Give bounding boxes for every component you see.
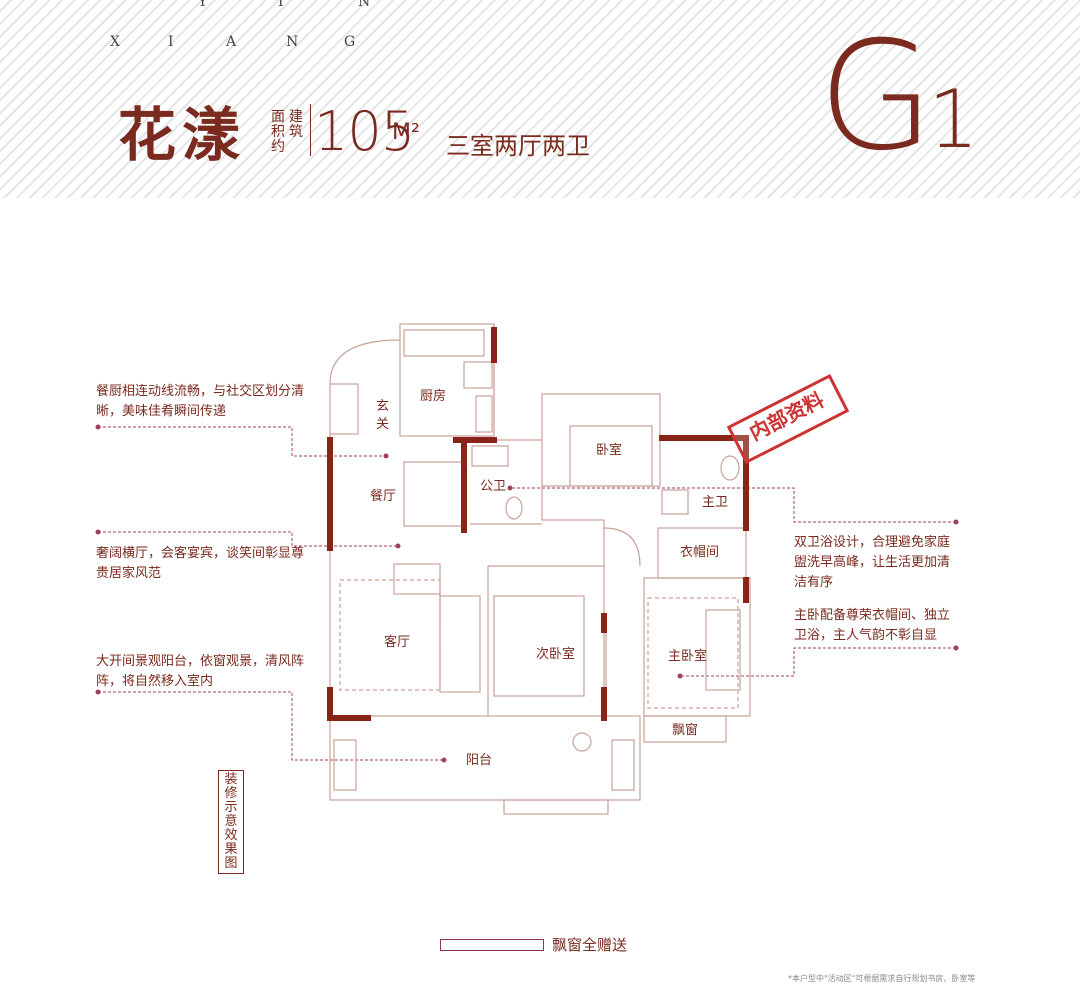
- leader-kitchen: [98, 426, 386, 457]
- leader-living: [98, 531, 398, 547]
- brand-letter: X: [110, 34, 120, 50]
- room-living: 客厅: [384, 634, 410, 650]
- brand-letter: I: [168, 34, 174, 50]
- thin-walls: [329, 323, 751, 815]
- area-label-col2: 面积约: [271, 109, 285, 155]
- note-master-suite: 主卧配备尊荣衣帽间、独立卫浴，主人气韵不彰自显: [794, 608, 951, 643]
- kitchen-outline: [399, 323, 495, 437]
- brand-letter: Y: [198, 0, 208, 10]
- project-name: 花漾: [118, 101, 247, 169]
- entrance-door-arc: [329, 339, 401, 385]
- leader-balcony: [98, 691, 444, 761]
- note-balcony: 大开间景观阳台，依窗观景，清风阵阵，将自然移入室内: [96, 654, 305, 689]
- balcony-outline: [329, 715, 641, 801]
- leader-master: [680, 647, 956, 677]
- room-master-bath: 主卫: [702, 495, 728, 510]
- room-bay-window: 飘窗: [672, 722, 698, 738]
- room-configuration: 三室两厅两卫: [446, 132, 590, 160]
- room-bedroom: 卧室: [596, 442, 622, 458]
- room-entrance-2: 关: [376, 417, 389, 432]
- brand-letter: A: [226, 34, 237, 50]
- plan-code: G: [818, 10, 935, 184]
- legend-swatch: [440, 938, 544, 951]
- leader-bath: [510, 487, 956, 523]
- room-dining: 餐厅: [370, 488, 396, 504]
- room-public-bath: 公卫: [480, 479, 506, 494]
- brand-letter: N: [286, 34, 299, 50]
- room-master-bedroom: 主卧室: [668, 648, 707, 664]
- brand-letter: N: [358, 0, 371, 10]
- area-number: 105: [314, 100, 415, 163]
- note-living-room: 奢阔横厅，会客宴宾，谈笑间彰显尊贵居家风范: [96, 546, 305, 581]
- legend-text: 飘窗全赠送: [552, 936, 628, 954]
- area-label-col1: 建筑: [289, 109, 303, 140]
- header-banner: [0, 0, 1080, 198]
- decoration-note: 装修示意效果图: [218, 770, 244, 874]
- legend: 飘窗全赠送: [440, 934, 627, 955]
- room-kitchen: 厨房: [420, 388, 446, 404]
- room-entrance-1: 玄: [376, 399, 389, 414]
- bedroom-outline: [541, 393, 661, 487]
- area-unit: M²: [392, 120, 420, 145]
- brand-letter: G: [344, 34, 356, 50]
- brand-letter: I: [278, 0, 284, 10]
- thick-walls: [327, 327, 749, 721]
- room-closet: 衣帽间: [680, 544, 719, 560]
- room-second-bedroom: 次卧室: [536, 646, 575, 662]
- note-bathrooms: 双卫浴设计，合理避免家庭盥洗早高峰，让生活更加清洁有序: [794, 535, 951, 590]
- bay-window-outline: [643, 715, 727, 743]
- plan-code-sub: 1: [928, 73, 979, 166]
- footnote: *本户型中"活动区"可根据需求自行规划书房、卧室等: [788, 974, 976, 983]
- title-divider: [310, 104, 311, 156]
- note-kitchen-dining: 餐厨相连动线流畅，与社交区划分清晰，美味佳肴瞬间传递: [96, 384, 305, 419]
- room-balcony: 阳台: [466, 753, 492, 768]
- leader-dots: [95, 424, 959, 763]
- leader-lines: [98, 426, 956, 761]
